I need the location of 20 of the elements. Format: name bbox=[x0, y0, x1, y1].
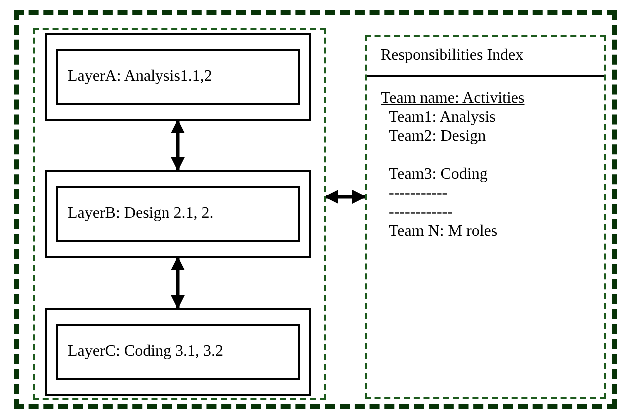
double-arrow bbox=[171, 256, 185, 310]
responsibilities-panel bbox=[365, 35, 606, 399]
team-entry: ------------ bbox=[388, 203, 453, 222]
outer-frame bbox=[14, 10, 617, 409]
layer-label: LayerA: Analysis1.1,2 bbox=[68, 68, 212, 86]
layer-label: LayerB: Design 2.1, 2. bbox=[68, 205, 214, 223]
team-entry: Team2: Design bbox=[388, 127, 486, 146]
double-arrow bbox=[171, 120, 185, 172]
layer-box bbox=[45, 308, 311, 396]
layer-label: LayerC: Coding 3.1, 3.2 bbox=[68, 343, 224, 361]
layer-box bbox=[45, 33, 311, 121]
team-entry: Team1: Analysis bbox=[388, 108, 496, 127]
panel-heading: Responsibilities Index bbox=[367, 37, 604, 77]
column-heading: Team name: Activities bbox=[380, 89, 525, 108]
layer-box bbox=[45, 170, 311, 258]
team-entry: Team3: Coding bbox=[388, 165, 488, 184]
double-arrow bbox=[324, 190, 366, 204]
team-entry: ----------- bbox=[388, 184, 448, 203]
layer-group-frame bbox=[33, 28, 326, 400]
team-entry: Team N: M roles bbox=[388, 222, 498, 241]
